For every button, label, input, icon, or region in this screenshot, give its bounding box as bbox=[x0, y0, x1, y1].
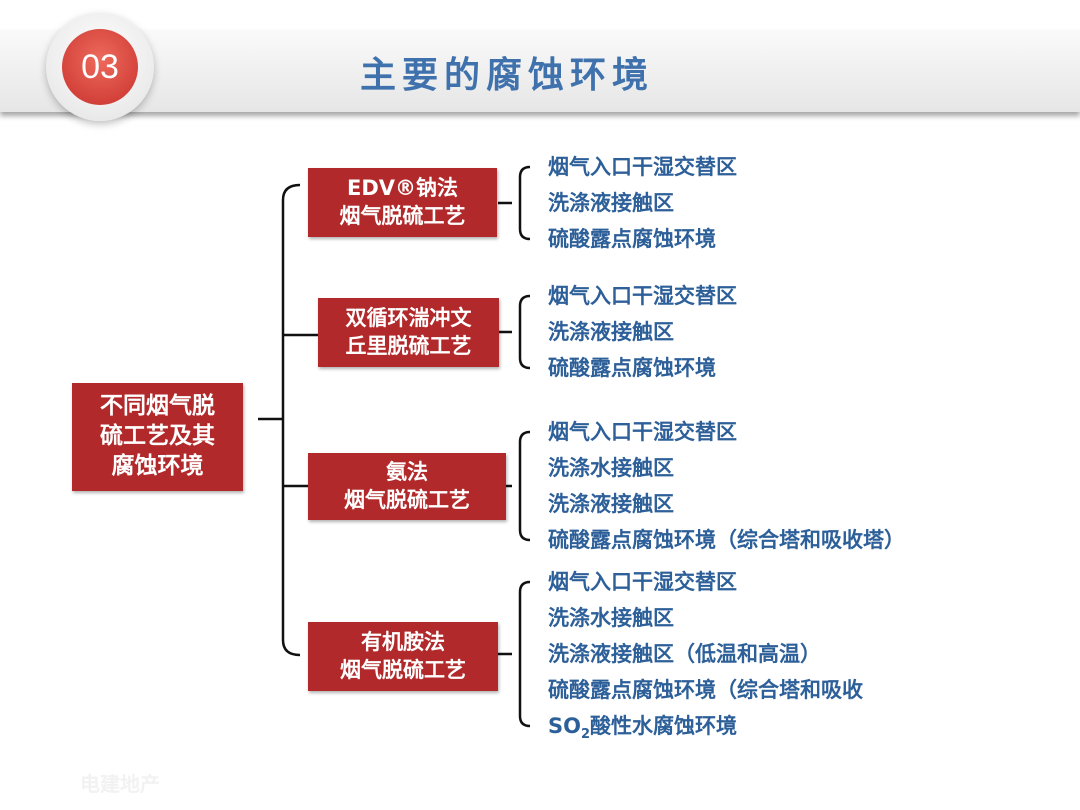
env-item: 洗涤液接触区 bbox=[548, 191, 674, 215]
env-item: 洗涤液接触区（低温和高温） bbox=[548, 642, 821, 666]
env-item: 硫酸露点腐蚀环境 bbox=[548, 356, 716, 380]
process-node-dual-loop: 双循环湍冲文丘里脱硫工艺 bbox=[318, 298, 499, 367]
sub-bracket-1 bbox=[498, 165, 531, 241]
process-line: 烟气脱硫工艺 bbox=[339, 203, 466, 228]
so2-suffix: 酸性水腐蚀环境 bbox=[590, 714, 738, 738]
env-item: 洗涤液接触区 bbox=[548, 320, 674, 344]
main-bracket bbox=[258, 183, 318, 657]
process-line: 有机胺法 bbox=[361, 630, 445, 655]
process-line: EDV®钠法 bbox=[346, 176, 459, 201]
process-line: 烟气脱硫工艺 bbox=[340, 657, 466, 682]
env-item: 洗涤水接触区 bbox=[548, 606, 674, 630]
process-line: 双循环湍冲文 bbox=[345, 306, 472, 331]
root-line: 硫工艺及其 bbox=[100, 423, 215, 450]
process-line: 丘里脱硫工艺 bbox=[345, 333, 472, 358]
so2-subscript: 2 bbox=[580, 727, 591, 743]
root-line: 不同烟气脱 bbox=[100, 393, 215, 420]
process-node-amine: 有机胺法烟气脱硫工艺 bbox=[308, 622, 498, 691]
sub-bracket-3 bbox=[506, 430, 531, 542]
root-line: 腐蚀环境 bbox=[111, 452, 204, 479]
so2-prefix: SO bbox=[548, 714, 581, 738]
process-node-edv: EDV®钠法烟气脱硫工艺 bbox=[308, 168, 497, 237]
env-item: 烟气入口干湿交替区 bbox=[548, 284, 737, 308]
env-item: 烟气入口干湿交替区 bbox=[548, 155, 737, 179]
env-item: 硫酸露点腐蚀环境（综合塔和吸收塔） bbox=[548, 528, 905, 552]
env-item: 硫酸露点腐蚀环境（综合塔和吸收 bbox=[548, 678, 863, 702]
root-node: 不同烟气脱 硫工艺及其 腐蚀环境 bbox=[72, 383, 243, 491]
env-item-so2: SO2酸性水腐蚀环境 bbox=[548, 713, 737, 748]
env-item: 烟气入口干湿交替区 bbox=[548, 420, 737, 444]
process-node-ammonia: 氨法烟气脱硫工艺 bbox=[308, 453, 506, 520]
process-line: 氨法 bbox=[386, 460, 428, 485]
env-item: 硫酸露点腐蚀环境 bbox=[548, 227, 716, 251]
env-item: 洗涤液接触区 bbox=[548, 492, 674, 516]
env-item: 烟气入口干湿交替区 bbox=[548, 570, 737, 594]
header-band bbox=[0, 30, 1080, 112]
process-line: 烟气脱硫工艺 bbox=[344, 487, 470, 512]
sub-bracket-4 bbox=[498, 580, 531, 728]
sub-bracket-2 bbox=[499, 294, 531, 370]
env-item: 洗涤水接触区 bbox=[548, 456, 674, 480]
page-title: 主要的腐蚀环境 bbox=[360, 55, 655, 96]
section-number: 03 bbox=[62, 29, 138, 105]
watermark: 电建地产 bbox=[80, 772, 160, 796]
